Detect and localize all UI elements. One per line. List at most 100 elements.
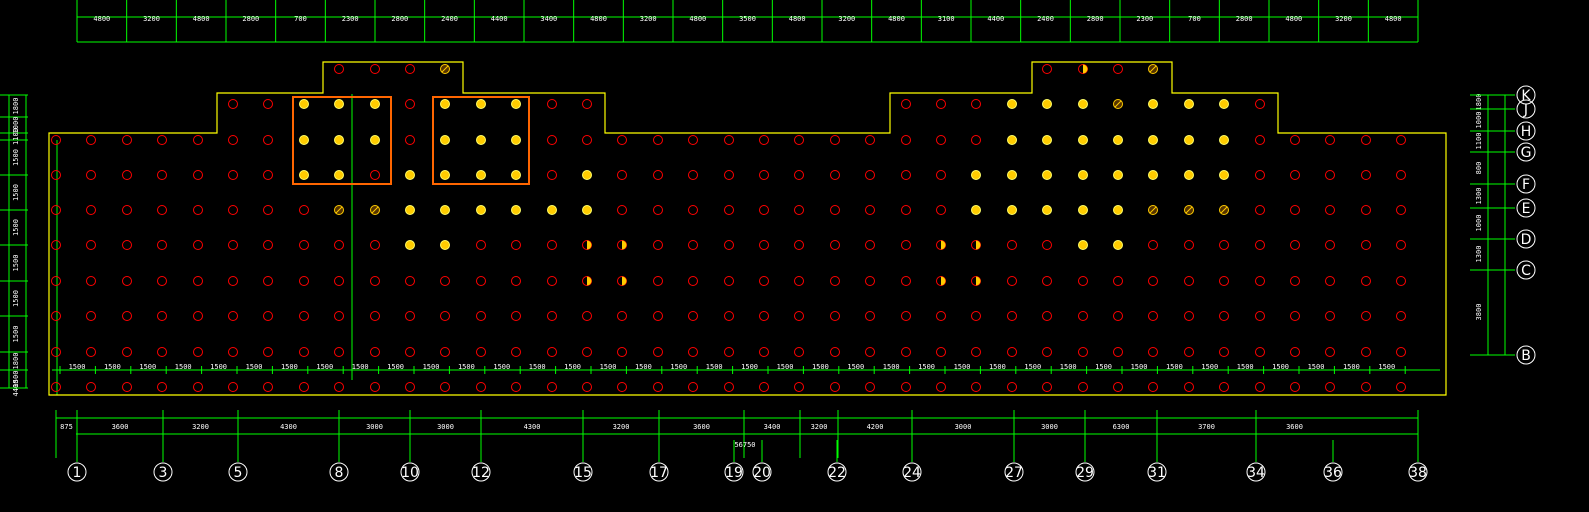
pile <box>122 347 132 357</box>
pile <box>157 240 167 250</box>
col-axis-label: 27 <box>1005 465 1023 481</box>
pile <box>1361 205 1371 215</box>
pile <box>511 382 521 392</box>
pile <box>122 170 132 180</box>
pile-row-label: 1500 <box>316 363 333 371</box>
pile <box>653 205 663 215</box>
pile-row-label: 1500 <box>989 363 1006 371</box>
pile <box>1396 205 1406 215</box>
highlight-box-left <box>292 96 392 185</box>
pile <box>476 240 486 250</box>
pile-filled <box>1007 135 1017 145</box>
col-axis-label: 17 <box>650 465 668 481</box>
pile <box>263 240 273 250</box>
pile-hatch-line <box>1149 65 1157 73</box>
pile <box>1148 382 1158 392</box>
pile <box>1184 311 1194 321</box>
pile-filled <box>1184 99 1194 109</box>
pile-filled <box>1042 205 1052 215</box>
pile <box>901 170 911 180</box>
row-axis-bubble <box>1516 198 1536 218</box>
pile <box>971 311 981 321</box>
pile-half-fill <box>622 240 627 250</box>
right-dim-label: 1000 <box>1475 112 1483 129</box>
pile <box>901 276 911 286</box>
left-dim-label: 1500 <box>12 149 20 166</box>
top-dim-label: 4800 <box>1285 15 1302 23</box>
pile-hatch-line <box>1185 206 1193 214</box>
right-dim-label: 1100 <box>1475 133 1483 150</box>
pile-half-fill <box>976 240 981 250</box>
pile <box>1255 99 1265 109</box>
pile <box>51 382 61 392</box>
col-axis-bubble <box>67 462 87 482</box>
pile <box>794 311 804 321</box>
pile <box>228 347 238 357</box>
pile <box>1325 311 1335 321</box>
pile <box>1007 311 1017 321</box>
pile-row-label: 1500 <box>1237 363 1254 371</box>
top-dim-label: 3500 <box>739 15 756 23</box>
pile <box>1255 382 1265 392</box>
pile <box>936 311 946 321</box>
bottom-dim-label: 3600 <box>112 423 129 431</box>
pile <box>971 347 981 357</box>
pile-filled <box>405 205 415 215</box>
pile <box>547 135 557 145</box>
pile <box>1290 382 1300 392</box>
pile-row-label: 1500 <box>1060 363 1077 371</box>
col-axis-bubble <box>827 462 847 482</box>
pile-filled <box>1219 170 1229 180</box>
pile-row-label: 1500 <box>918 363 935 371</box>
pile <box>1007 382 1017 392</box>
pile-filled <box>1078 135 1088 145</box>
pile <box>51 347 61 357</box>
bottom-dim-label: 4300 <box>280 423 297 431</box>
row-axis-label: E <box>1522 201 1531 217</box>
top-dim-label: 4800 <box>888 15 905 23</box>
pile <box>122 382 132 392</box>
pile <box>830 311 840 321</box>
row-axis-bubble <box>1516 142 1536 162</box>
pile <box>936 347 946 357</box>
col-axis-bubble <box>1004 462 1024 482</box>
top-dim-label: 2400 <box>1037 15 1054 23</box>
pile-filled <box>405 240 415 250</box>
pile-filled <box>1148 99 1158 109</box>
left-dim-label: 1100 <box>12 128 20 145</box>
pile <box>1325 135 1335 145</box>
top-dim-label: 2800 <box>1236 15 1253 23</box>
pile <box>1361 311 1371 321</box>
pile-filled <box>370 99 380 109</box>
pile-row-label: 1500 <box>1166 363 1183 371</box>
pile-filled <box>1113 135 1123 145</box>
pile <box>688 135 698 145</box>
pile <box>653 382 663 392</box>
pile-filled <box>582 205 592 215</box>
bottom-dim-label: 4300 <box>524 423 541 431</box>
pile <box>299 311 309 321</box>
pile <box>830 347 840 357</box>
pile <box>936 205 946 215</box>
pile-row-label: 1500 <box>635 363 652 371</box>
pile <box>228 205 238 215</box>
left-dim-label: 1000 <box>12 117 20 134</box>
pile <box>582 311 592 321</box>
pile <box>653 170 663 180</box>
pile <box>1396 311 1406 321</box>
pile <box>830 170 840 180</box>
pile <box>1148 276 1158 286</box>
col-axis-bubble <box>400 462 420 482</box>
pile <box>405 382 415 392</box>
pile <box>1219 382 1229 392</box>
right-dim-label: 800 <box>1475 162 1483 175</box>
pile-row-label: 1500 <box>1024 363 1041 371</box>
pile <box>759 311 769 321</box>
row-axis-label: C <box>1521 263 1531 279</box>
pile-filled <box>334 170 344 180</box>
row-axis-label: F <box>1522 177 1530 193</box>
col-axis-bubble <box>573 462 593 482</box>
pile <box>228 311 238 321</box>
